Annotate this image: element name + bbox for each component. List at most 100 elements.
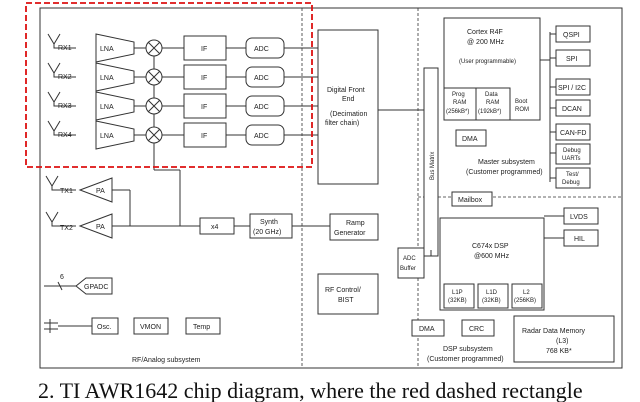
if-label: IF bbox=[201, 46, 207, 53]
qspi-label: QSPI bbox=[563, 32, 580, 39]
radar-memory-line3: 768 KB* bbox=[546, 348, 572, 355]
dsp-frequency: @600 MHz bbox=[474, 253, 510, 260]
boot-rom-line1: Boot bbox=[515, 99, 528, 105]
dfe-line1: Digital Front bbox=[327, 87, 365, 94]
dfe-line2: End bbox=[342, 96, 355, 103]
hil-label: HIL bbox=[574, 236, 585, 243]
gpadc-bus-width: 6 bbox=[60, 274, 64, 281]
l1d-block bbox=[477, 283, 509, 309]
l2-block bbox=[511, 283, 543, 309]
spi-i2c-label: SPI / I2C bbox=[558, 85, 586, 92]
data-ram-line2: RAM bbox=[486, 100, 499, 106]
radar-memory-line1: Radar Data Memory bbox=[522, 328, 586, 335]
gpadc-block bbox=[75, 277, 113, 295]
crc-label: CRC bbox=[469, 326, 484, 333]
adc-buffer-line2: Buffer bbox=[400, 266, 416, 272]
prog-ram-line2: RAM bbox=[453, 100, 466, 106]
figure-caption: 2. TI AWR1642 chip diagram, where the re… bbox=[38, 380, 583, 402]
chip-block-diagram: RX1 LNA IF ADC RX2 LNA IF ADC RX3 LNA bbox=[25, 2, 623, 369]
l1p-block bbox=[443, 283, 475, 309]
rx-label: RX3 bbox=[58, 103, 72, 110]
l1p-line1: L1P bbox=[452, 290, 463, 296]
master-subsystem-line1: Master subsystem bbox=[478, 159, 535, 166]
pa-label: PA bbox=[96, 188, 105, 195]
master-dma-block bbox=[455, 129, 487, 147]
dfe-line3: (Decimation bbox=[330, 111, 367, 118]
rx-chain: RX4 LNA IF ADC bbox=[47, 120, 318, 150]
synth-block bbox=[249, 213, 293, 239]
dcan-block bbox=[555, 99, 591, 117]
antenna-icon bbox=[47, 62, 76, 78]
radar-data-memory-block bbox=[513, 315, 615, 363]
spi-i2c-block bbox=[555, 78, 591, 96]
antenna-icon bbox=[47, 91, 76, 107]
if-block bbox=[183, 93, 227, 119]
test-debug-block bbox=[555, 167, 591, 189]
l2-line2: (256KB) bbox=[514, 298, 536, 304]
rx-label: RX4 bbox=[58, 132, 72, 139]
radar-memory-line2: (L3) bbox=[556, 338, 568, 345]
crystal-icon bbox=[44, 319, 58, 333]
mailbox-block bbox=[451, 191, 493, 207]
adc-label: ADC bbox=[254, 75, 269, 82]
master-dma-label: DMA bbox=[462, 136, 478, 143]
prog-ram-line3: (256kB*) bbox=[446, 109, 469, 115]
can-fd-label: CAN-FD bbox=[560, 130, 586, 137]
l2-line1: L2 bbox=[523, 290, 530, 296]
mailbox-label: Mailbox bbox=[458, 197, 483, 204]
peripheral-list: QSPI SPI SPI / I2C DCAN CAN-FD Debug UAR… bbox=[550, 25, 591, 189]
rx-label: RX1 bbox=[58, 45, 72, 52]
rx-chain: RX2 LNA IF ADC bbox=[47, 62, 318, 92]
if-label: IF bbox=[201, 75, 207, 82]
multiplier-label: x4 bbox=[211, 224, 219, 231]
dfe-line4: filter chain) bbox=[325, 120, 359, 127]
data-ram-block bbox=[475, 87, 511, 121]
tx-label: TX2 bbox=[60, 225, 73, 232]
antenna-icon bbox=[45, 175, 76, 191]
if-block bbox=[183, 122, 227, 148]
rx-label: RX2 bbox=[58, 74, 72, 81]
oscillator-block bbox=[91, 317, 119, 335]
cortex-note: (User programmable) bbox=[459, 59, 516, 65]
data-ram-line3: (192kB*) bbox=[478, 109, 501, 115]
ramp-generator-block bbox=[329, 213, 379, 241]
rf-control-block bbox=[317, 273, 379, 315]
synth-label: Synth bbox=[260, 219, 278, 226]
tx-label: TX1 bbox=[60, 188, 73, 195]
lna-label: LNA bbox=[100, 133, 114, 140]
temp-label: Temp bbox=[193, 324, 210, 331]
debug-uarts-block bbox=[555, 143, 591, 165]
dcan-label: DCAN bbox=[562, 106, 582, 113]
cortex-title: Cortex R4F bbox=[467, 29, 503, 36]
l1d-line1: L1D bbox=[486, 290, 498, 296]
qspi-block bbox=[555, 25, 591, 43]
lna-label: LNA bbox=[100, 46, 114, 53]
l1d-line2: (32KB) bbox=[482, 298, 501, 304]
antenna-icon bbox=[45, 211, 76, 227]
spi-label: SPI bbox=[566, 56, 577, 63]
crc-block bbox=[461, 319, 495, 337]
debug-uarts-line1: Debug bbox=[563, 148, 581, 154]
boot-rom-line2: ROM bbox=[515, 107, 529, 113]
if-block bbox=[183, 35, 227, 61]
antenna-icon bbox=[47, 33, 76, 49]
rf-control-line1: RF Control/ bbox=[325, 287, 361, 294]
prog-ram-line1: Prog bbox=[452, 92, 465, 98]
dsp-title: C674x DSP bbox=[472, 243, 509, 250]
prog-ram-block bbox=[443, 87, 477, 121]
if-label: IF bbox=[201, 133, 207, 140]
l1p-line2: (32KB) bbox=[448, 298, 467, 304]
lna-amplifier bbox=[95, 91, 135, 121]
test-debug-line2: Debug bbox=[562, 180, 580, 186]
can-fd-block bbox=[555, 123, 591, 141]
rx-chain: RX3 LNA IF ADC bbox=[47, 91, 318, 121]
spi-block bbox=[555, 49, 591, 67]
vmon-label: VMON bbox=[140, 324, 161, 331]
vmon-block bbox=[133, 317, 169, 335]
test-debug-line1: Test/ bbox=[566, 172, 579, 178]
if-label: IF bbox=[201, 104, 207, 111]
dsp-dma-block bbox=[411, 319, 445, 337]
antenna-icon bbox=[47, 120, 76, 136]
oscillator-label: Osc. bbox=[97, 324, 111, 331]
chip-boundary bbox=[39, 7, 623, 369]
